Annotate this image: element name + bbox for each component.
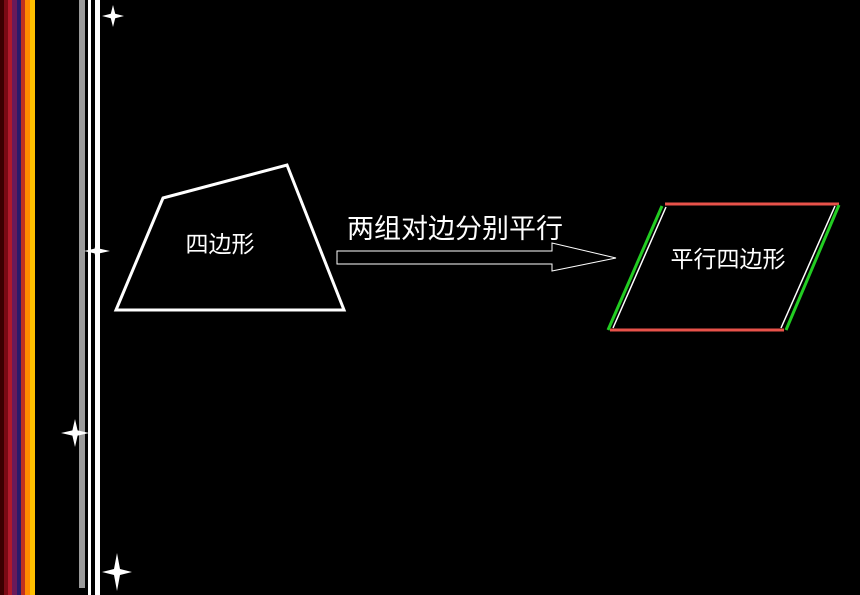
stripe [30, 0, 35, 595]
sparkle-icon [61, 419, 89, 447]
white-vertical-line [88, 0, 91, 595]
parallelogram-left-side [606, 205, 664, 331]
quadrilateral-shape [113, 163, 347, 312]
parallelogram-node: 平行四边形 [606, 202, 841, 332]
parallelogram-left-side-highlight [612, 206, 667, 329]
stripe [25, 0, 30, 595]
parallelogram-label: 平行四边形 [671, 247, 786, 273]
stripe [4, 0, 8, 595]
quadrilateral-node: 四边形 [113, 163, 347, 312]
white-vertical-line [95, 0, 100, 595]
gray-vertical-bar [79, 0, 85, 588]
stripe [17, 0, 21, 595]
stripe [8, 0, 12, 595]
stripe [0, 0, 4, 595]
parallelogram-right-side-highlight [780, 205, 836, 329]
arrow-shape [336, 242, 617, 272]
stripe [12, 0, 17, 595]
condition-label: 两组对边分别平行 [347, 214, 563, 245]
sparkle-icon [84, 238, 110, 264]
sparkle-icon [102, 5, 124, 27]
quadrilateral-label: 四边形 [186, 232, 255, 258]
condition-arrow: 两组对边分别平行 [336, 214, 617, 272]
parallelogram-right-side [784, 204, 841, 331]
sparkle-icon [102, 553, 132, 591]
stripe [21, 0, 25, 595]
